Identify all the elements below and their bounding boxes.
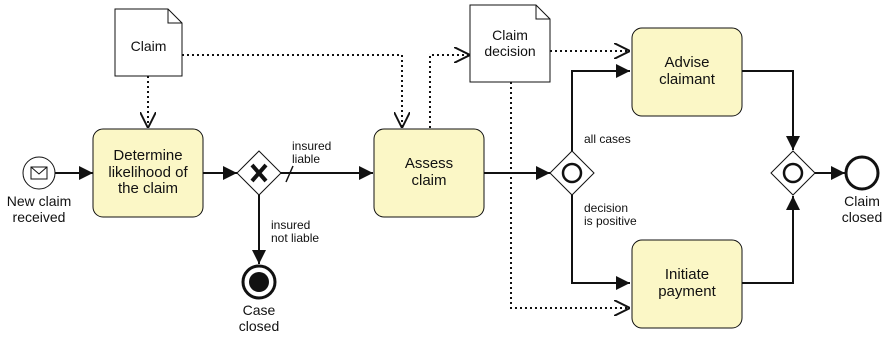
claim-decision-document <box>469 4 551 83</box>
flow-or-to-advise <box>571 64 630 151</box>
claim-document-label: Claim <box>130 38 167 55</box>
flow-advise-to-join <box>742 70 800 150</box>
flow-or-to-payment <box>571 195 630 290</box>
association-assess-to-decision <box>429 55 470 128</box>
task-determine-likelihood <box>92 128 204 218</box>
task-assess-label: Assess claim <box>404 155 454 189</box>
flow-label-all-cases: all cases <box>584 132 631 146</box>
end-event-claim-closed <box>844 155 880 191</box>
claim-document <box>114 8 183 77</box>
claim-closed-label: Claim closed <box>841 193 883 225</box>
inclusive-gateway-split <box>549 150 595 196</box>
flow-label-insured-liable: insured liable <box>292 139 332 167</box>
task-initiate-payment <box>631 239 743 329</box>
case-closed-label: Case closed <box>238 302 280 334</box>
flow-label-decision-positive: decision is positive <box>584 201 637 229</box>
start-event <box>22 156 56 190</box>
start-event-label: New claim received <box>6 193 72 225</box>
claim-decision-document-label: Claim decision <box>484 27 536 59</box>
task-advise-label: Advise claimant <box>659 54 715 88</box>
flow-label-insured-not-liable: insured not liable <box>271 218 320 246</box>
task-assess-claim <box>373 128 485 218</box>
flow-payment-to-join <box>742 196 800 284</box>
association-claim-to-assess <box>182 54 402 128</box>
end-event-case-closed <box>241 264 277 300</box>
task-initiate-label: Initiate payment <box>658 266 716 300</box>
task-advise-claimant <box>631 27 743 117</box>
circle-icon <box>782 162 804 184</box>
envelope-icon <box>30 166 48 180</box>
task-determine-label: Determine likelihood of the claim <box>108 146 188 198</box>
default-flow-slash <box>285 165 294 183</box>
association-decision-to-payment <box>510 82 630 308</box>
exclusive-gateway <box>236 150 282 196</box>
x-icon <box>250 163 268 183</box>
circle-icon <box>561 162 583 184</box>
inclusive-gateway-join <box>770 150 816 196</box>
